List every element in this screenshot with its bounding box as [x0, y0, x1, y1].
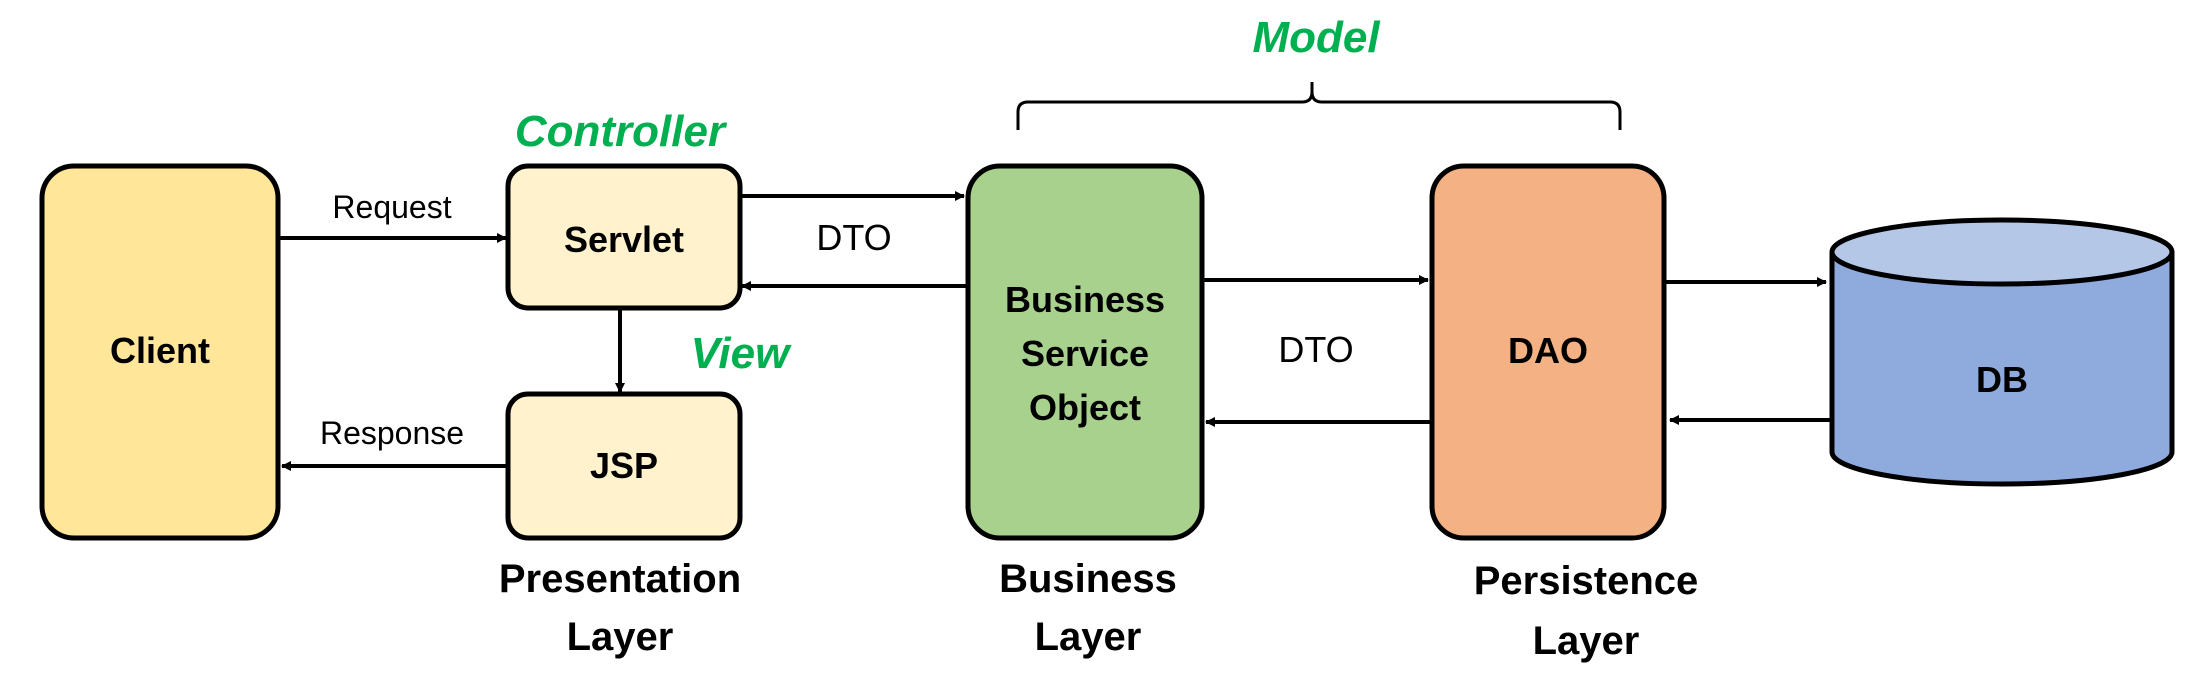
servlet-label: Servlet	[564, 219, 684, 260]
dao-label: DAO	[1508, 330, 1588, 371]
bso-label-line1: Business	[1005, 279, 1165, 320]
jsp-box	[505, 391, 743, 541]
business-service-object-box	[965, 163, 1205, 541]
presentation-layer-line2: Layer	[567, 615, 674, 659]
business-layer-line1: Business	[999, 557, 1177, 601]
response-label: Response	[320, 415, 464, 451]
servlet-box	[505, 163, 743, 311]
dto-servlet-bso-label: DTO	[816, 217, 891, 258]
business-layer-line2: Layer	[1035, 615, 1142, 659]
request-label: Request	[332, 189, 451, 225]
persistence-layer-line1: Persistence	[1474, 559, 1699, 603]
dto-bso-dao-label: DTO	[1278, 329, 1353, 370]
persistence-layer-line2: Layer	[1533, 619, 1640, 663]
db-label: DB	[1976, 359, 2028, 400]
bso-label-line2: Service	[1021, 333, 1149, 374]
model-brace	[1016, 82, 1622, 130]
view-label: View	[691, 329, 792, 378]
model-label: Model	[1252, 13, 1380, 62]
jsp-label: JSP	[590, 445, 658, 486]
dao-box	[1429, 163, 1667, 541]
db-cylinder	[1829, 217, 2175, 487]
controller-label: Controller	[515, 107, 728, 156]
presentation-layer-line1: Presentation	[499, 557, 741, 601]
client-label: Client	[110, 330, 210, 371]
bso-label-line3: Object	[1029, 387, 1141, 428]
client-box	[39, 163, 281, 541]
